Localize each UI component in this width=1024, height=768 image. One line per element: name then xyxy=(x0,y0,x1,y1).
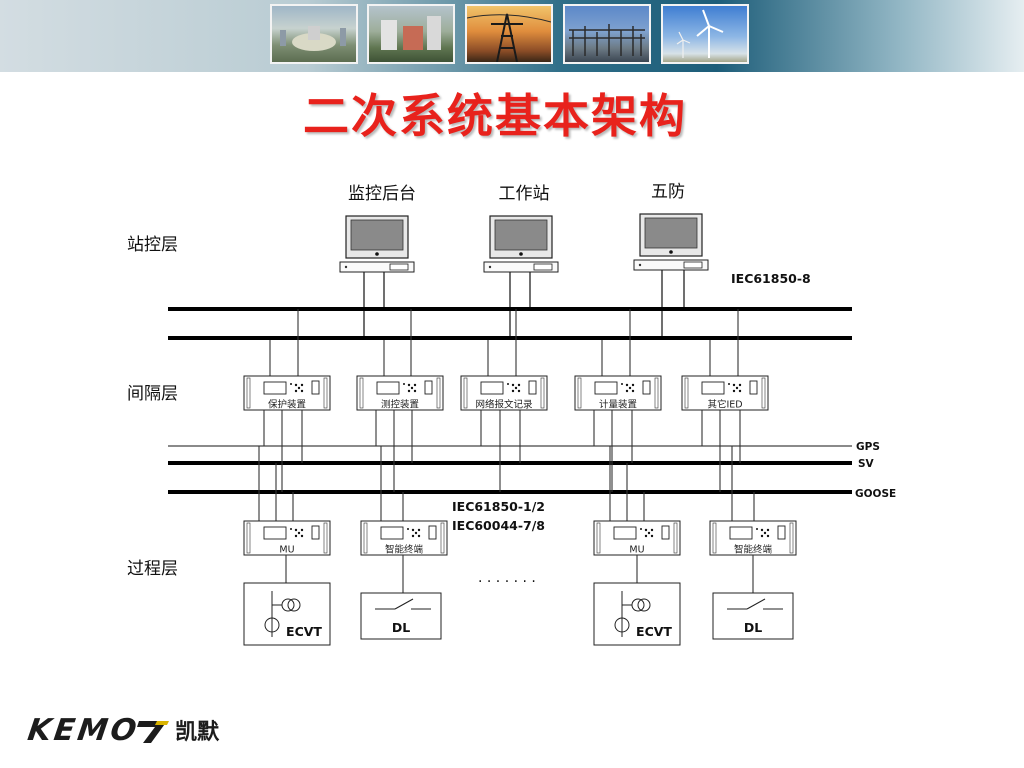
bay-device-protection: 保护装置 xyxy=(243,375,331,411)
company-logo: KEMO 凯默 xyxy=(25,712,220,748)
process-device-smart-terminal-1: 智能终端 xyxy=(360,520,448,556)
layer-label-process: 过程层 xyxy=(127,559,178,579)
bay-device-measure-control: 测控装置 xyxy=(356,375,444,411)
sv-bus-label: SV xyxy=(858,458,875,470)
process-device-label: 智能终端 xyxy=(734,544,773,556)
transformer-symbol-icon xyxy=(614,591,651,637)
goose-bus-label: GOOSE xyxy=(855,488,896,500)
primary-device-dl-2: DL xyxy=(712,592,794,640)
primary-device-ecvt-2: ECVT xyxy=(593,582,681,646)
logo-mark-icon xyxy=(137,721,170,743)
ellipsis: . . . . . . . xyxy=(478,570,536,586)
bay-device-other-ied: 其它IED xyxy=(681,375,769,411)
process-protocol-label-2: IEC60044-7/8 xyxy=(452,518,545,533)
bay-device-label: 计量装置 xyxy=(599,399,637,411)
process-protocol-label-1: IEC61850-1/2 xyxy=(452,499,545,514)
transformer-symbol-icon xyxy=(264,591,301,637)
workstation-label-interlock: 五防 xyxy=(651,182,685,202)
primary-device-label: ECVT xyxy=(636,624,672,639)
process-device-label: MU xyxy=(629,545,644,556)
workstation-label-monitoring: 监控后台 xyxy=(348,184,416,204)
primary-device-label: DL xyxy=(744,620,762,635)
building-photo xyxy=(367,4,455,64)
process-device-label: MU xyxy=(279,545,294,556)
logo-chinese-name: 凯默 xyxy=(175,720,220,745)
power-tower-sunset-photo xyxy=(465,4,553,64)
city-aerial-photo xyxy=(270,4,358,64)
process-device-merging-unit-2: MU xyxy=(593,520,681,556)
top-banner xyxy=(0,0,1024,72)
page-title: 二次系统基本架构 xyxy=(303,89,687,143)
gps-bus-label: GPS xyxy=(856,441,880,453)
primary-device-ecvt-1: ECVT xyxy=(243,582,331,646)
bay-device-label: 其它IED xyxy=(707,399,742,411)
workstation-computer-icon xyxy=(483,215,559,273)
wind-turbine-photo xyxy=(661,4,749,64)
substation-photo xyxy=(563,4,651,64)
interlock-computer-icon xyxy=(633,213,709,271)
logo-wordmark: KEMO xyxy=(25,712,142,748)
process-device-smart-terminal-2: 智能终端 xyxy=(709,520,797,556)
bay-device-network-recorder: 网络报文记录 xyxy=(460,375,548,411)
bay-device-label: 网络报文记录 xyxy=(475,399,533,411)
bay-device-label: 保护装置 xyxy=(268,399,306,411)
bay-device-label: 测控装置 xyxy=(381,399,419,411)
process-device-merging-unit-1: MU xyxy=(243,520,331,556)
layer-label-station: 站控层 xyxy=(127,235,178,255)
circuit-breaker-symbol-icon xyxy=(375,598,431,610)
circuit-breaker-symbol-icon xyxy=(727,598,783,610)
architecture-diagram: 站控层 间隔层 过程层 监控后台 工作站 五防 IEC61850-8 保护装置 xyxy=(127,182,896,646)
bay-device-metering: 计量装置 xyxy=(574,375,662,411)
primary-device-label: ECVT xyxy=(286,624,322,639)
layer-label-bay: 间隔层 xyxy=(127,384,178,404)
workstation-label-engineering: 工作站 xyxy=(499,184,550,204)
monitor-computer-icon xyxy=(339,215,415,273)
station-bus-protocol-label: IEC61850-8 xyxy=(731,271,811,286)
primary-device-dl-1: DL xyxy=(360,592,442,640)
process-device-label: 智能终端 xyxy=(385,544,424,556)
primary-device-label: DL xyxy=(392,620,410,635)
